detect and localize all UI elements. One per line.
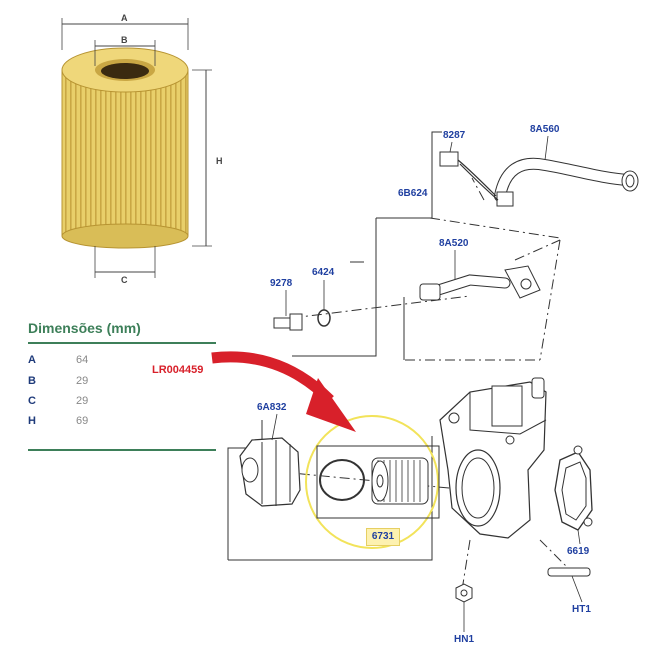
dimension-value: 29 (76, 395, 89, 407)
dimension-value: 29 (76, 375, 89, 387)
part-label-8a520: 8A520 (439, 238, 469, 249)
dimension-label: A (28, 354, 36, 366)
part-label-9278: 9278 (270, 278, 293, 289)
dimension-value: 69 (76, 415, 89, 427)
dim-letter-h: H (216, 156, 223, 166)
dimension-label: B (28, 375, 36, 387)
dim-letter-a: A (121, 13, 128, 23)
dimension-label: C (28, 395, 36, 407)
dimensions-title: Dimensões (mm) (28, 320, 141, 336)
part-label-8287: 8287 (443, 130, 466, 141)
reference-code: LR004459 (152, 364, 204, 376)
part-label-6424: 6424 (312, 267, 335, 278)
dim-letter-b: B (121, 35, 128, 45)
dimension-label: H (28, 415, 36, 427)
dimensions-top-rule (28, 342, 216, 344)
part-label-6619: 6619 (567, 546, 590, 557)
dimension-value: 64 (76, 354, 89, 366)
part-label-hn1: HN1 (454, 634, 475, 645)
part-label-6a832: 6A832 (257, 402, 287, 413)
dim-letter-c: C (121, 275, 128, 285)
part-label-ht1: HT1 (572, 604, 591, 615)
part-label-6b624: 6B624 (398, 188, 428, 199)
part-label-8a560: 8A560 (530, 124, 560, 135)
part-label-6731: 6731 (366, 528, 400, 546)
dimensions-bottom-rule (28, 449, 216, 451)
